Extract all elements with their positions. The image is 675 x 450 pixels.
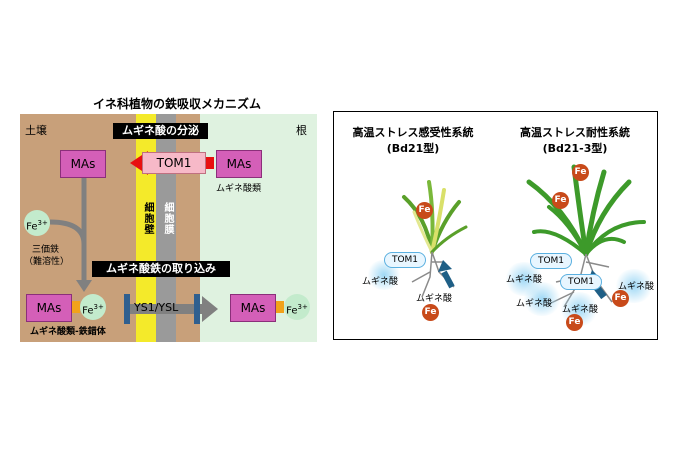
left-title: イネ科植物の鉄吸収メカニズム [92, 97, 261, 111]
fe3-ion: Fe3+ [24, 210, 50, 236]
ysl-transporter-label: YS1/YSL [134, 301, 179, 314]
fe-soil-tolerant-2: Fe [566, 314, 583, 331]
mugineic-label-tolerant-2: ムギネ酸 [516, 299, 553, 309]
mugineic-label-sensitive-2: ムギネ酸 [416, 294, 453, 304]
soil-label: 土壌 [25, 124, 47, 137]
tom1-tolerant-2: TOM1 [560, 274, 602, 290]
ferric-iron-label: 三価鉄 [32, 245, 60, 255]
root-label: 根 [296, 124, 307, 137]
comparison-panel: 高温ストレス感受性系統 (Bd21型) 高温ストレス耐性系統 (Bd21-3型) [333, 111, 658, 340]
tolerant-subtitle: (Bd21-3型) [542, 142, 608, 155]
insoluble-label: （難溶性） [24, 257, 70, 267]
fe-soil-sensitive: Fe [422, 304, 439, 321]
mugineic-label-tolerant-4: ムギネ酸 [618, 282, 655, 292]
mugineic-glow-tolerant-2 [522, 282, 562, 316]
tom1-tolerant-1: TOM1 [530, 253, 572, 269]
sensitive-title: 高温ストレス感受性系統 [352, 126, 474, 139]
mugineic-label-sensitive-1: ムギネ酸 [362, 277, 399, 287]
fe-leaf-tolerant-2: Fe [552, 192, 569, 209]
tolerant-title: 高温ストレス耐性系統 [520, 126, 630, 139]
mugineic-label-tolerant-1: ムギネ酸 [506, 275, 543, 285]
mas-complex-root: MAs [230, 294, 276, 322]
complex-label: ムギネ酸類-鉄錯体 [30, 327, 106, 337]
cell-membrane-label: 細胞膜 [162, 202, 173, 235]
tom1-sensitive: TOM1 [384, 252, 426, 268]
plant-illustrations [402, 164, 646, 308]
fe3-complex-root: Fe3+ [284, 294, 310, 320]
fe-leaf-sensitive: Fe [416, 202, 433, 219]
cell-wall-label: 細胞壁 [142, 202, 153, 235]
sensitive-subtitle: (Bd21型) [386, 142, 440, 155]
mugineic-label-tolerant-3: ムギネ酸 [562, 305, 599, 315]
mas-box-root: MAs [216, 150, 262, 178]
tom1-transporter: TOM1 [142, 152, 206, 174]
fe3-complex-soil: Fe3+ [80, 294, 106, 320]
mas-box-soil: MAs [60, 150, 106, 178]
uptake-label: ムギネ酸鉄の取り込み [92, 261, 230, 277]
mas-complex-soil: MAs [26, 294, 72, 322]
mugineic-acids-label: ムギネ酸類 [216, 184, 262, 194]
fe-leaf-tolerant-1: Fe [572, 164, 589, 181]
secretion-label: ムギネ酸の分泌 [113, 123, 208, 139]
fe-soil-tolerant-1: Fe [612, 290, 629, 307]
mechanism-panel: 細胞壁 細胞膜 土壌 根 ムギネ酸の分泌 ムギネ酸鉄の取り込み MAs TOM1… [20, 114, 317, 342]
